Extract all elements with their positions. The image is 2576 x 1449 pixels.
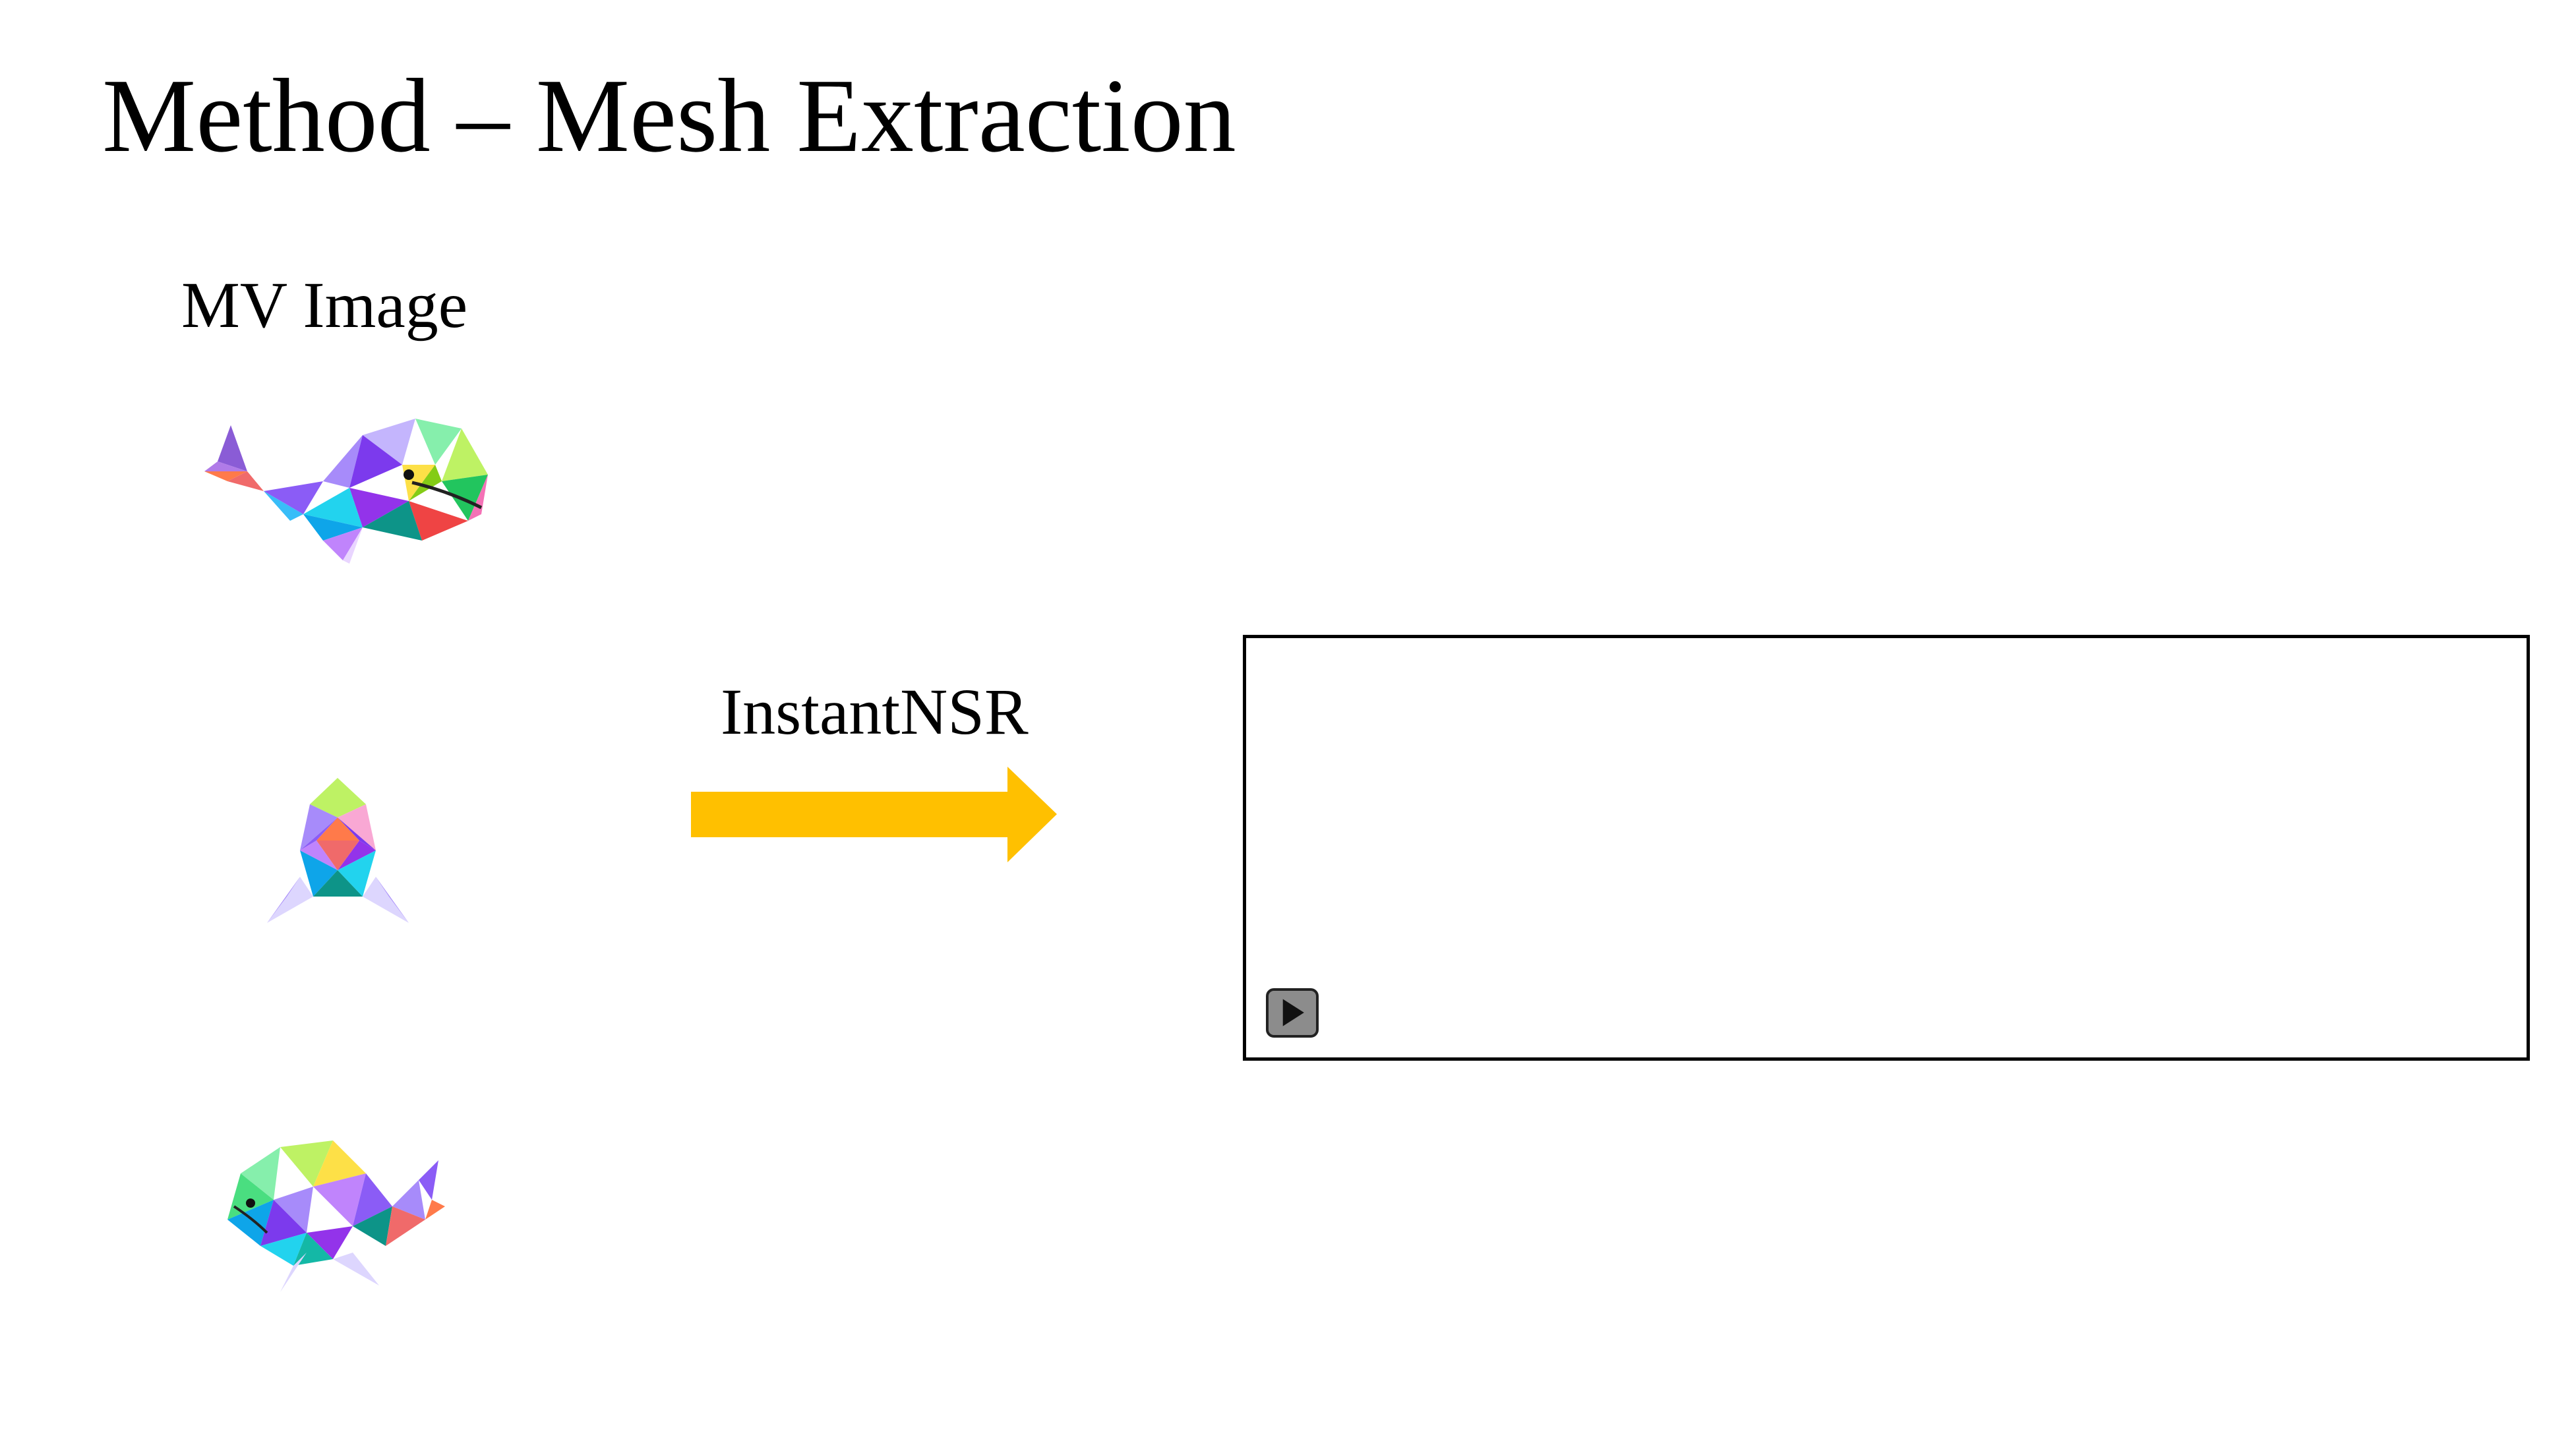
- output-video-player[interactable]: [1243, 635, 2530, 1061]
- method-label: InstantNSR: [721, 675, 1029, 748]
- input-label: MV Image: [181, 268, 468, 341]
- whale-front-view-icon: [260, 778, 415, 926]
- arrow-right-icon: [691, 767, 1057, 862]
- arrow-shape: [691, 767, 1057, 862]
- play-icon: [1282, 999, 1304, 1026]
- whale-back-view-icon: [221, 1134, 445, 1292]
- whale-side-view-icon: [191, 409, 494, 564]
- slide-title: Method – Mesh Extraction: [102, 57, 1236, 174]
- play-button[interactable]: [1266, 988, 1319, 1038]
